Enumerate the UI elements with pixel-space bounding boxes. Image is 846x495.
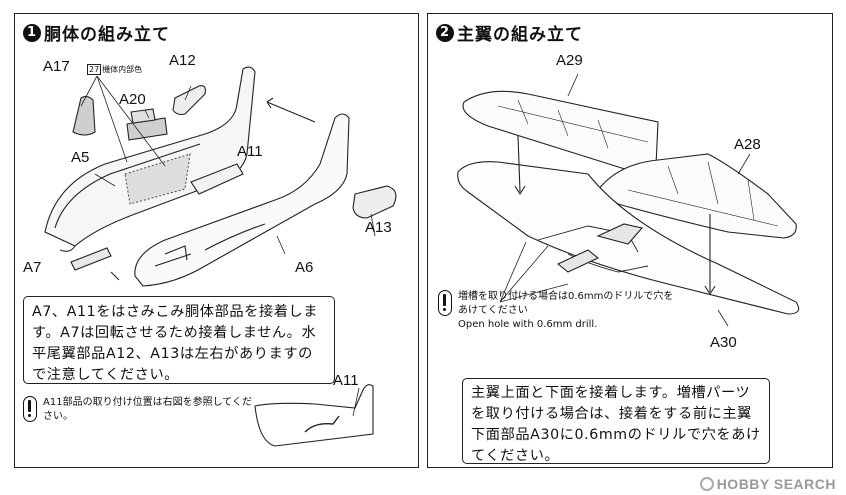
step-2-note-jp: 増槽を取り付ける場合は0.6mmのドリルで穴をあけてください: [458, 291, 674, 316]
label-a30: A30: [710, 334, 737, 351]
label-a11-inset: A11: [333, 372, 359, 389]
step-2-drill-note-body: 増槽を取り付ける場合は0.6mmのドリルで穴をあけてください Open hole…: [458, 290, 678, 332]
step-2-drill-note: 増槽を取り付ける場合は0.6mmのドリルで穴をあけてください Open hole…: [438, 290, 678, 332]
paint-code-box: 27: [87, 64, 102, 75]
step-1-note: A11部品の取り付け位置は右図を参照してください。: [23, 396, 253, 424]
step-1-instruction-box: A7、A11をはさみこみ胴体部品を接着します。A7は回転させるため接着しません。…: [23, 296, 335, 384]
label-a7: A7: [23, 259, 42, 276]
step-2-panel: 2 主翼の組み立て A29 A28: [427, 13, 833, 468]
label-a5: A5: [71, 149, 90, 166]
label-a20: A20: [119, 91, 146, 108]
wing-diagram: [457, 73, 800, 327]
fuselage-diagram: [44, 66, 397, 447]
label-a12: A12: [169, 52, 196, 69]
watermark: HOBBY SEARCH: [699, 476, 836, 492]
step-2-number: 2: [436, 23, 454, 42]
label-a29: A29: [556, 52, 583, 69]
label-a17: A17: [43, 58, 70, 75]
label-a28: A28: [734, 136, 761, 153]
warning-icon: [23, 396, 37, 422]
step-2-title-text: 主翼の組み立て: [457, 25, 583, 45]
watermark-logo-icon: [699, 477, 714, 491]
step-2-title: 2 主翼の組み立て: [436, 20, 583, 45]
step-1-title-text: 胴体の組み立て: [44, 25, 170, 45]
step-1-number: 1: [23, 23, 41, 42]
step-2-instruction-box: 主翼上面と下面を接着します。増槽パーツを取り付ける場合は、接着をする前に主翼下面…: [462, 378, 770, 464]
paint-callout: 27 機体内部色: [87, 64, 142, 75]
paint-label: 機体内部色: [102, 65, 143, 74]
label-a6: A6: [295, 259, 314, 276]
warning-icon: [438, 290, 452, 316]
label-a13: A13: [365, 219, 392, 236]
step-2-instruction: 主翼上面と下面を接着します。増槽パーツを取り付ける場合は、接着をする前に主翼下面…: [471, 385, 761, 464]
watermark-text: HOBBY SEARCH: [716, 476, 836, 492]
step-2-note-en: Open hole with 0.6mm drill.: [458, 319, 598, 330]
step-1-instruction: A7、A11をはさみこみ胴体部品を接着します。A7は回転させるため接着しません。…: [32, 304, 319, 383]
step-1-panel: 1 胴体の組み立て: [14, 13, 419, 468]
step-1-title: 1 胴体の組み立て: [23, 20, 170, 45]
step-1-note-text: A11部品の取り付け位置は右図を参照してください。: [43, 397, 252, 422]
label-a11: A11: [237, 143, 263, 160]
